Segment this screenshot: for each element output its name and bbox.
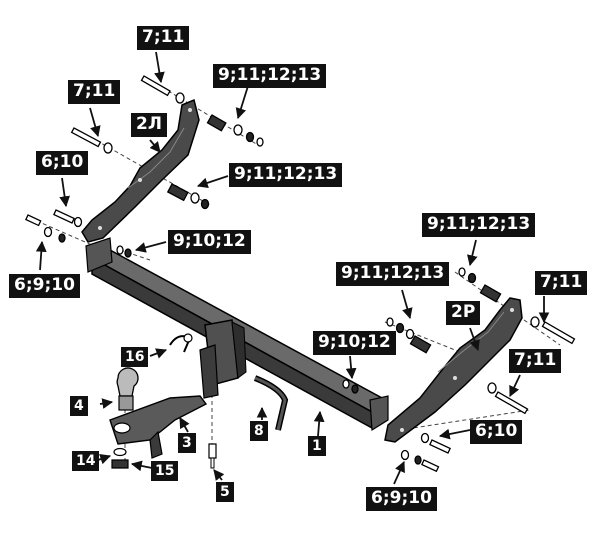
label-part-5: 5 (216, 482, 234, 502)
label-6-9-10-left: 6;9;10 (9, 274, 80, 298)
label-6-10-right: 6;10 (470, 420, 523, 444)
label-part-14: 14 (72, 451, 100, 471)
label-part-15: 15 (151, 461, 179, 481)
label-part-3: 3 (178, 433, 196, 453)
label-7-11-top-left: 7;11 (137, 26, 190, 50)
leader-arrows (35, 51, 550, 485)
label-6-9-10-right: 6;9;10 (366, 487, 437, 511)
label-7-11-left-mid: 7;11 (68, 80, 121, 104)
label-7-11-right-top: 7;11 (535, 271, 588, 295)
label-part-8: 8 (250, 421, 268, 441)
label-part-16: 16 (121, 347, 149, 367)
crossbar (85, 237, 389, 432)
hitch-components (109, 333, 289, 469)
label-6-10-left: 6;10 (36, 151, 89, 175)
label-2r-right-bracket: 2Р (446, 301, 481, 325)
label-9-11-12-13-right-mid: 9;11;12;13 (336, 262, 450, 286)
label-7-11-right-mid: 7;11 (509, 349, 562, 373)
label-9-11-12-13-left-mid: 9;11;12;13 (229, 163, 343, 187)
label-part-4: 4 (70, 396, 88, 416)
label-9-10-12-left: 9;10;12 (168, 230, 251, 254)
label-2l-left-bracket: 2Л (131, 113, 167, 137)
label-part-1: 1 (308, 436, 326, 456)
label-9-11-12-13-right-top: 9;11;12;13 (422, 213, 536, 237)
left-side-bracket (81, 98, 200, 243)
left-fasteners (25, 75, 264, 258)
label-9-10-12-right: 9;10;12 (313, 331, 396, 355)
right-fasteners (342, 267, 576, 473)
label-9-11-12-13-top-left: 9;11;12;13 (213, 64, 327, 88)
